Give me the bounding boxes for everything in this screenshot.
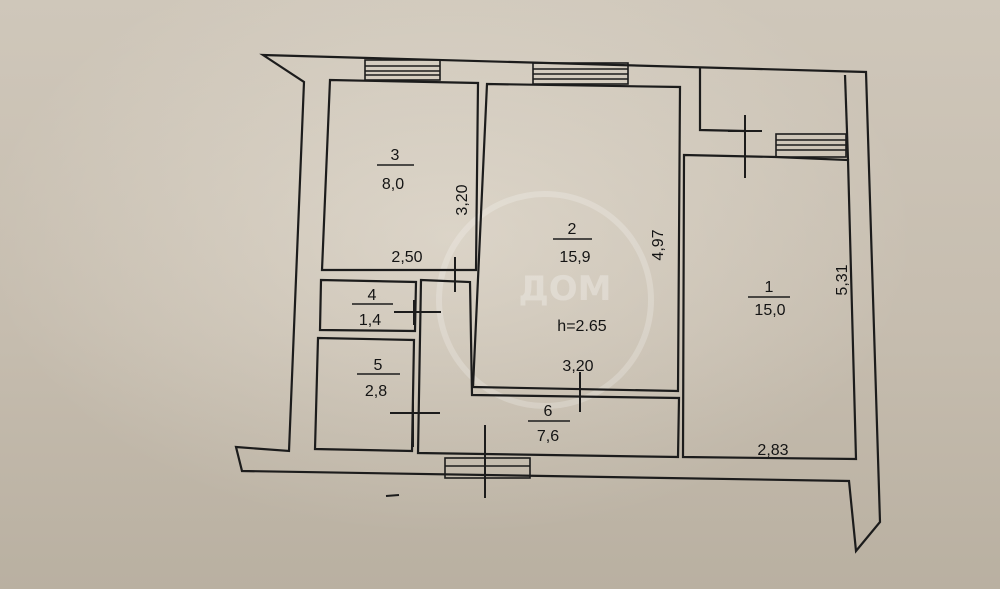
room-2-length: 4,97 [650, 229, 667, 260]
room-4-number: 4 [368, 287, 377, 304]
watermark-circle [436, 191, 654, 409]
room-6-area: 7,6 [537, 428, 559, 445]
outer-wall [234, 53, 882, 554]
room-1-number: 1 [765, 279, 774, 296]
room-4-outline [318, 278, 418, 333]
door-marker-room-4 [394, 300, 441, 325]
room-1-area: 15,0 [754, 302, 785, 319]
watermark-text: ДОМ [518, 269, 611, 309]
window-room-3 [364, 59, 441, 81]
room-2-outline [471, 82, 682, 393]
room-1-width: 2,83 [757, 442, 788, 459]
room-3-length: 3,20 [454, 184, 471, 215]
room-2-width: 3,20 [562, 358, 593, 375]
loggia-right-wall [843, 74, 850, 161]
ceiling-height: h=2.65 [557, 318, 606, 335]
room-5-area: 2,8 [365, 383, 387, 400]
entrance-door-opening [444, 457, 531, 479]
room-4-area: 1,4 [359, 312, 381, 329]
room-2-area: 15,9 [559, 249, 590, 266]
window-room-2 [532, 62, 629, 85]
room-1-length: 5,31 [834, 264, 851, 295]
room-3-width: 2,50 [391, 249, 422, 266]
door-marker-room-5 [390, 400, 440, 447]
room-1-outline [681, 153, 858, 461]
room-2-number: 2 [568, 221, 577, 238]
room-6-outline [416, 278, 681, 459]
loggia-wall [698, 68, 746, 133]
pencil-mark [385, 494, 400, 497]
door-marker-loggia [728, 115, 762, 178]
room-6-number: 6 [544, 403, 553, 420]
window-room-1 [775, 133, 847, 158]
room-5-outline [313, 336, 416, 453]
room-3-outline [320, 78, 480, 272]
room-3-number: 3 [391, 147, 400, 164]
room-5-number: 5 [374, 357, 383, 374]
room-3-area: 8,0 [382, 176, 404, 193]
